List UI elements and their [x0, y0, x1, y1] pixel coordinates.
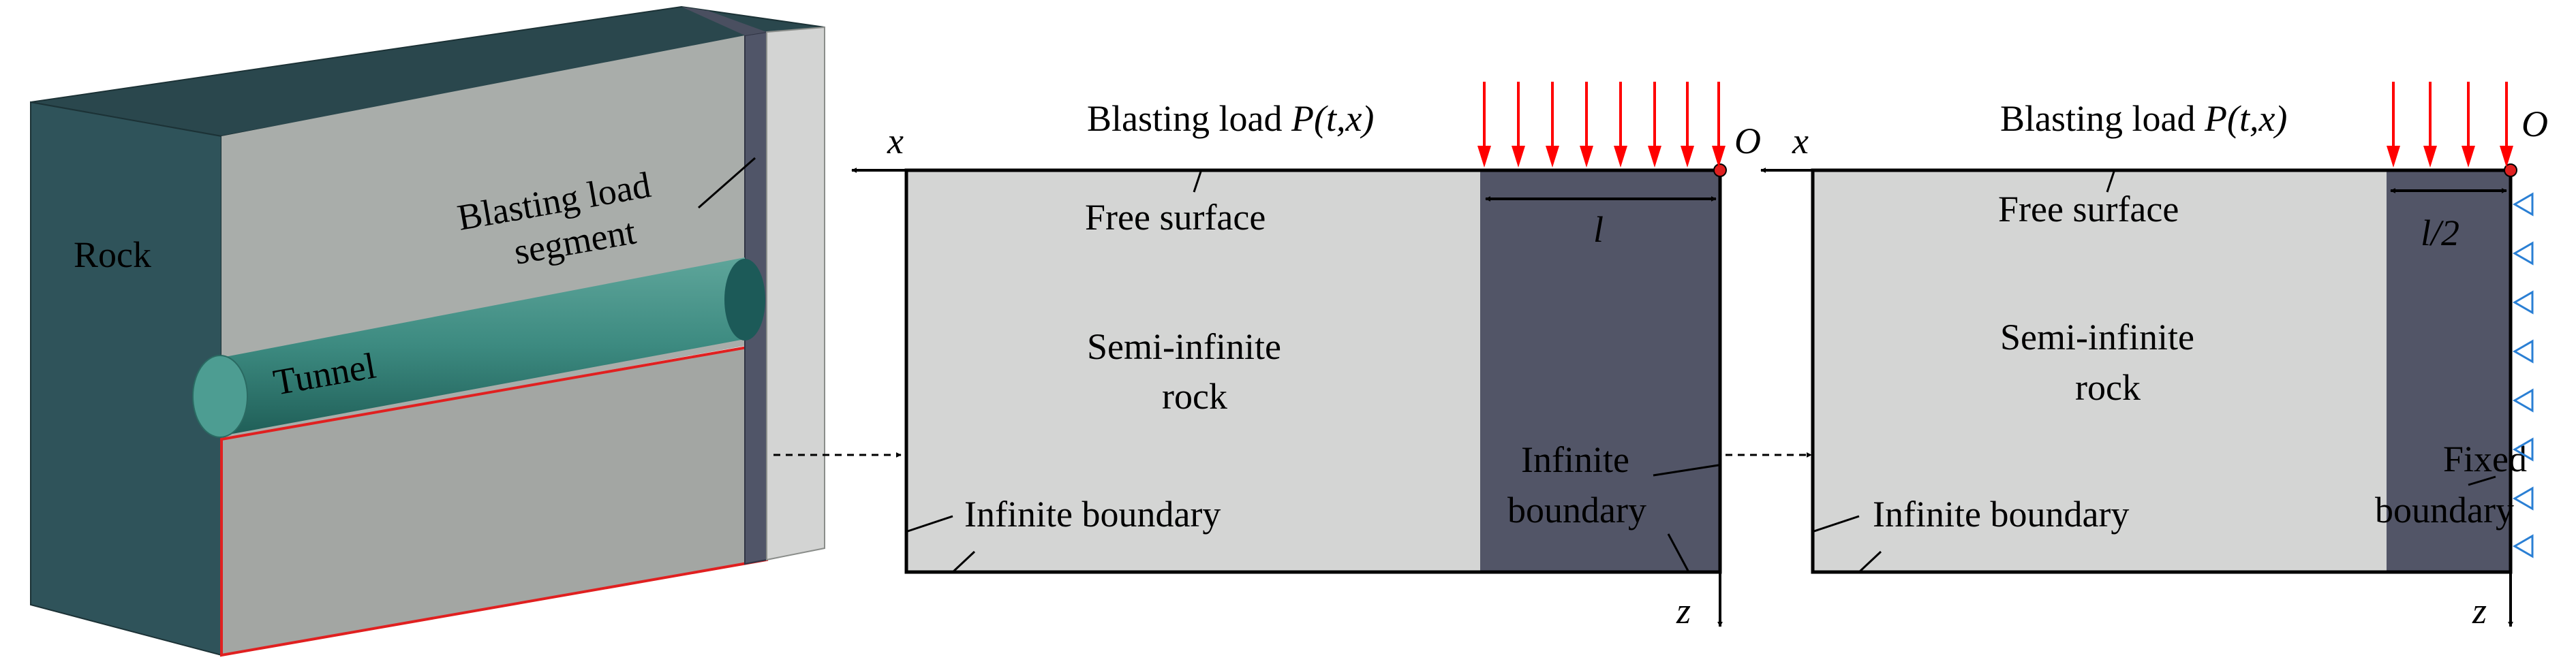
tunnel-body: [221, 257, 745, 436]
infinite-element-region: [1480, 170, 1720, 572]
fixed-support-icon: [2512, 192, 2534, 217]
rock-right-slab: [766, 26, 825, 561]
rock-label: Rock: [74, 234, 151, 275]
load-arrow: [1477, 82, 1491, 168]
z-axis-label: z: [1676, 590, 1691, 631]
semi-infinite-rock-region: [1813, 170, 2387, 572]
origin-label: O: [2521, 104, 2548, 144]
tunnel-entrance: [192, 355, 248, 438]
fixed-support-icon: [2512, 339, 2534, 364]
load-width-label: l/2: [2421, 212, 2459, 253]
left-boundary-label: Infinite boundary: [1873, 494, 2129, 535]
tunnel-face: [724, 259, 765, 341]
rock-3d-model: Rock Tunnel Blasting load segment: [30, 5, 825, 657]
load-arrows: [2387, 82, 2513, 168]
z-axis-label: z: [2472, 590, 2487, 631]
model-boundary: [1811, 168, 2513, 574]
fixed-element-region: [2387, 170, 2511, 572]
free-surface-leader: [1193, 171, 1202, 193]
load-arrow: [1512, 82, 1525, 168]
panel-full-model: x z O: [851, 82, 1761, 631]
left-boundary-leader-2: [951, 550, 976, 573]
right-boundary-leader-1: [1653, 464, 1719, 477]
rock-label-line1: Semi-infinite: [2000, 317, 2194, 358]
load-width-label: l: [1593, 209, 1604, 250]
load-label: Blasting load P(t,x): [1087, 98, 1374, 139]
left-boundary-label: Infinite boundary: [964, 494, 1221, 535]
fixed-support-icon: [2512, 241, 2534, 266]
right-boundary-leader-2: [1667, 533, 1690, 573]
fixed-support-icon: [2512, 437, 2534, 462]
rock-label-line2: rock: [1162, 376, 1227, 417]
load-arrow: [1712, 82, 1726, 168]
segment-top-strip: [681, 7, 767, 35]
load-arrow: [1546, 82, 1559, 168]
x-axis-label: x: [887, 121, 904, 161]
fixed-support-icon: [2512, 486, 2534, 511]
left-boundary-leader-1: [907, 515, 953, 533]
rock-label-line1: Semi-infinite: [1087, 326, 1281, 367]
right-boundary-leader: [2468, 475, 2496, 486]
right-boundary-label-line1: Infinite: [1521, 439, 1629, 480]
load-arrows: [1477, 82, 1726, 168]
rock-label-line2: rock: [2075, 367, 2141, 408]
load-arrow: [1614, 82, 1627, 168]
free-surface-label: Free surface: [1085, 197, 1266, 238]
load-label: Blasting load P(t,x): [2000, 98, 2287, 139]
load-arrow: [2387, 82, 2400, 168]
panel-half-model: x z O l/2 Blasting: [1760, 82, 2548, 631]
left-boundary-leader-2: [1858, 550, 1882, 573]
load-arrow: [1681, 82, 1694, 168]
origin-label: O: [1734, 121, 1761, 161]
load-arrow: [2500, 82, 2513, 168]
fixed-supports: [2512, 192, 2534, 558]
free-surface-leader: [2106, 171, 2115, 193]
load-arrow: [1580, 82, 1593, 168]
fixed-support-icon: [2512, 388, 2534, 413]
origin-point: [2504, 163, 2517, 177]
rock-side-face: [30, 101, 222, 657]
semi-infinite-rock-region: [906, 170, 1480, 572]
origin-point: [1713, 163, 1727, 177]
load-arrow: [2462, 82, 2475, 168]
fixed-support-icon: [2512, 290, 2534, 315]
free-surface-label: Free surface: [1998, 189, 2179, 230]
load-arrow: [2423, 82, 2437, 168]
load-arrow: [1648, 82, 1661, 168]
segment-leader: [698, 157, 756, 209]
fixed-support-icon: [2512, 534, 2534, 558]
right-boundary-label-line2: boundary: [1507, 490, 1646, 531]
model-boundary: [904, 168, 1722, 574]
x-axis-label: x: [1792, 121, 1809, 161]
left-boundary-leader-1: [1813, 515, 1860, 533]
right-boundary-label-line2: boundary: [2375, 490, 2514, 531]
right-boundary-label-line1: Fixed: [2443, 439, 2527, 479]
